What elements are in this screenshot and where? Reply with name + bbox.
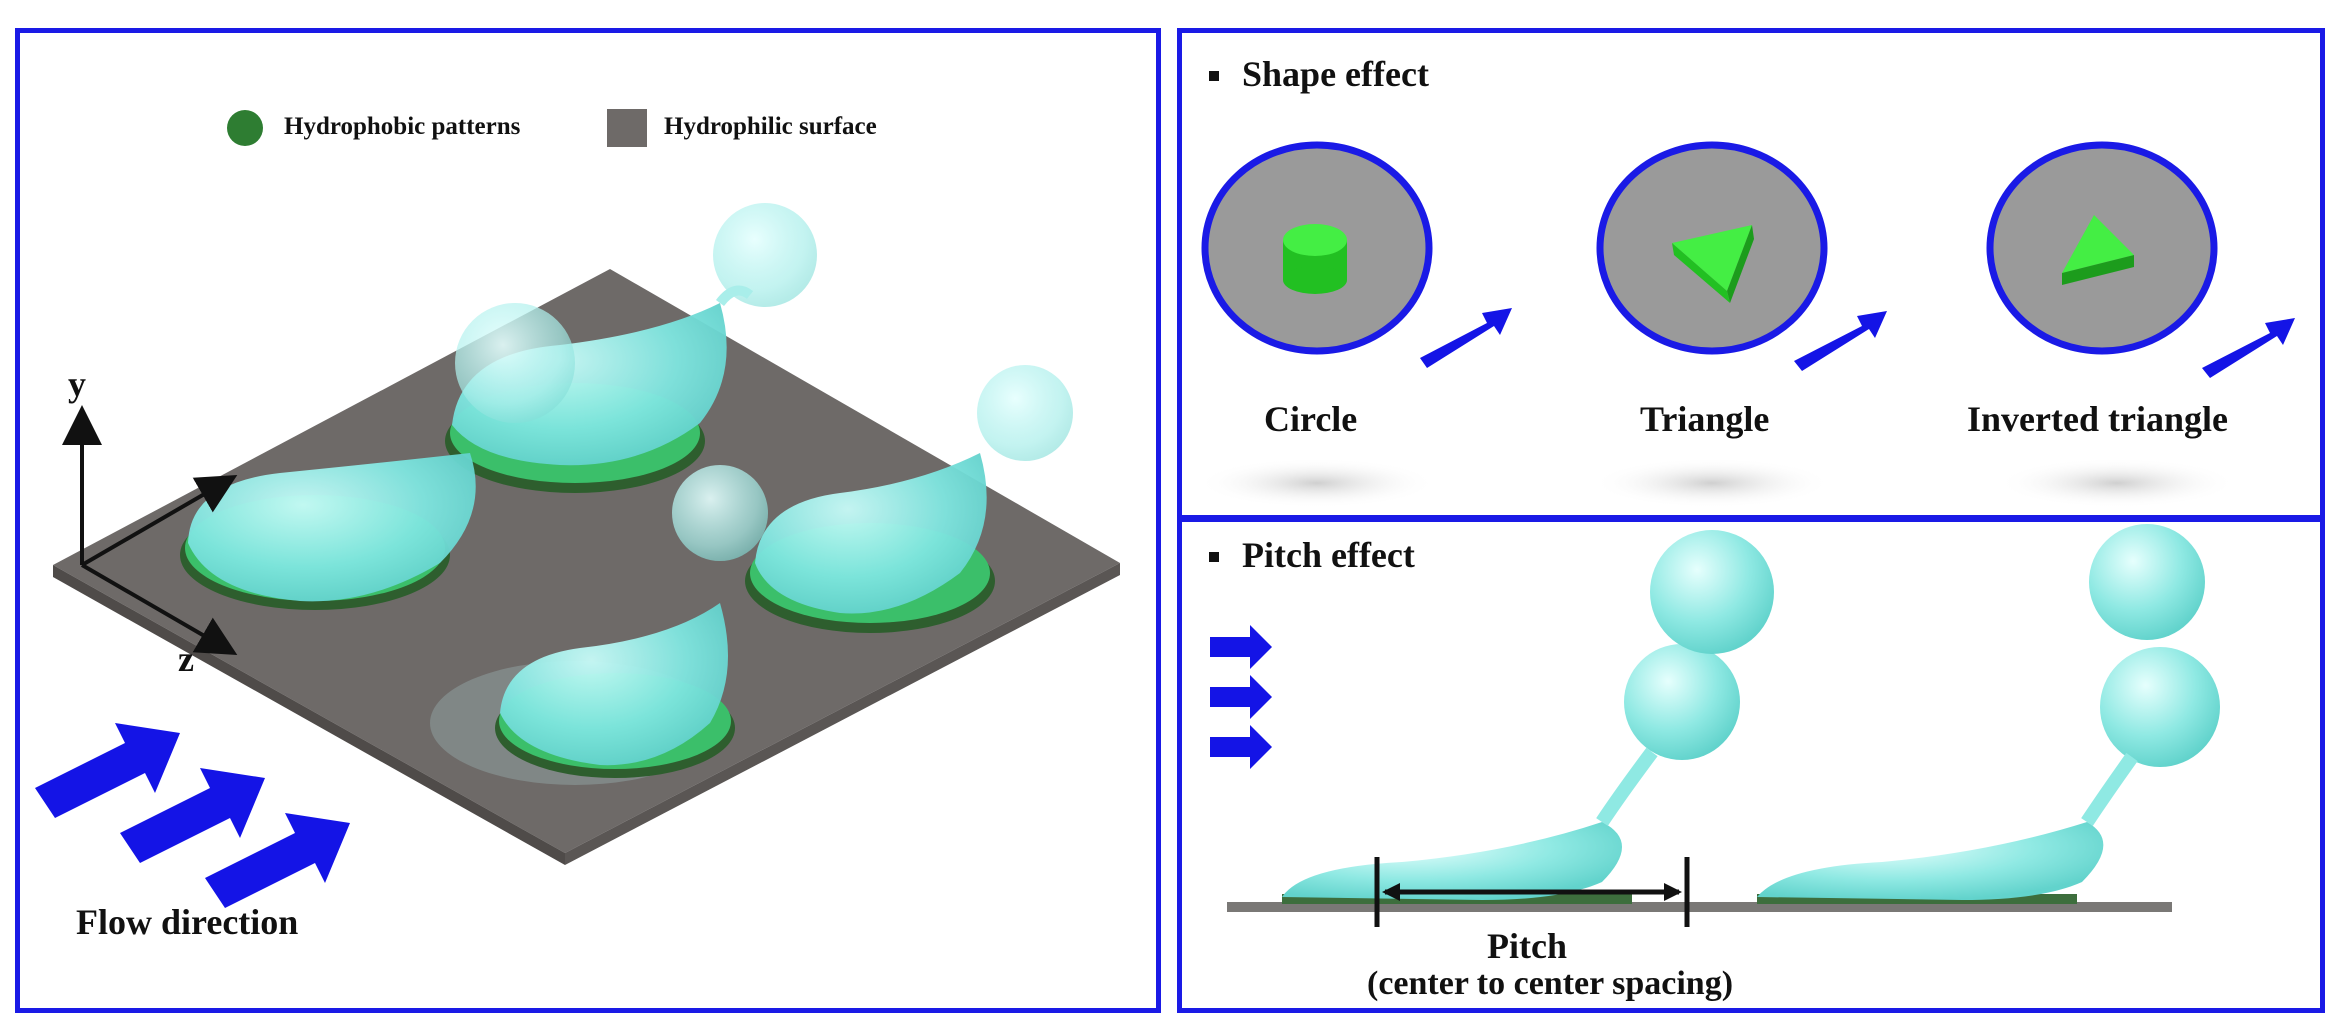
- bullet-icon: [1209, 552, 1219, 562]
- pitch-sublabel: (center to center spacing): [1367, 965, 1734, 1002]
- droplet-left-pitch: [1282, 530, 1774, 900]
- flow-arrow-inverted: [2202, 318, 2295, 378]
- droplet-right: [672, 365, 1073, 633]
- plate-edge: [53, 565, 565, 865]
- green-circle-icon: [227, 110, 263, 146]
- triangle-prism-icon: [1596, 141, 1828, 355]
- bullet-icon: [1209, 71, 1219, 81]
- axis-z-label: z: [178, 639, 194, 679]
- legend-hydrophobic: Hydrophobic patterns: [284, 113, 521, 140]
- droplet-right-pitch: [1757, 524, 2220, 900]
- pitch-dimension-arrow: [1374, 857, 1690, 927]
- inverted-triangle-prism-icon: [1986, 141, 2218, 355]
- cylinder-icon: [1201, 141, 1433, 355]
- hydrophilic-plate: [53, 269, 1120, 853]
- label-inverted-triangle: Inverted triangle: [1967, 399, 2228, 439]
- legend-hydrophilic: Hydrophilic surface: [664, 113, 877, 140]
- flow-direction-label: Flow direction: [76, 902, 299, 942]
- droplet-top: [445, 203, 817, 493]
- label-circle: Circle: [1264, 399, 1358, 439]
- pitch-illustration: [1210, 524, 2220, 927]
- flow-arrows-pitch: [1210, 625, 1272, 769]
- shape-illustrations: [1197, 141, 2295, 508]
- panel-surface-overview: Hydrophobic patterns Hydrophilic surface…: [15, 28, 1161, 1013]
- flow-arrows: [35, 723, 350, 908]
- panel-shape-effect: Shape effect: [1177, 28, 2325, 520]
- coordinate-axes: [62, 405, 238, 656]
- surface-illustration: [35, 109, 1120, 908]
- shape-effect-title: Shape effect: [1242, 54, 1429, 94]
- pitch-plate: [1227, 902, 2172, 912]
- droplet-left: [180, 453, 476, 610]
- flow-arrow-circle: [1420, 308, 1512, 368]
- flow-arrow-triangle: [1794, 311, 1887, 371]
- label-triangle: Triangle: [1640, 399, 1770, 439]
- droplet-front: [430, 603, 735, 785]
- axis-y-label: y: [68, 364, 86, 404]
- pitch-label: Pitch: [1487, 926, 1567, 966]
- plate-edge-right: [565, 563, 1120, 865]
- panel-pitch-effect: Pitch effect: [1177, 517, 2325, 1013]
- pitch-effect-title: Pitch effect: [1242, 535, 1415, 575]
- gray-square-icon: [607, 109, 647, 147]
